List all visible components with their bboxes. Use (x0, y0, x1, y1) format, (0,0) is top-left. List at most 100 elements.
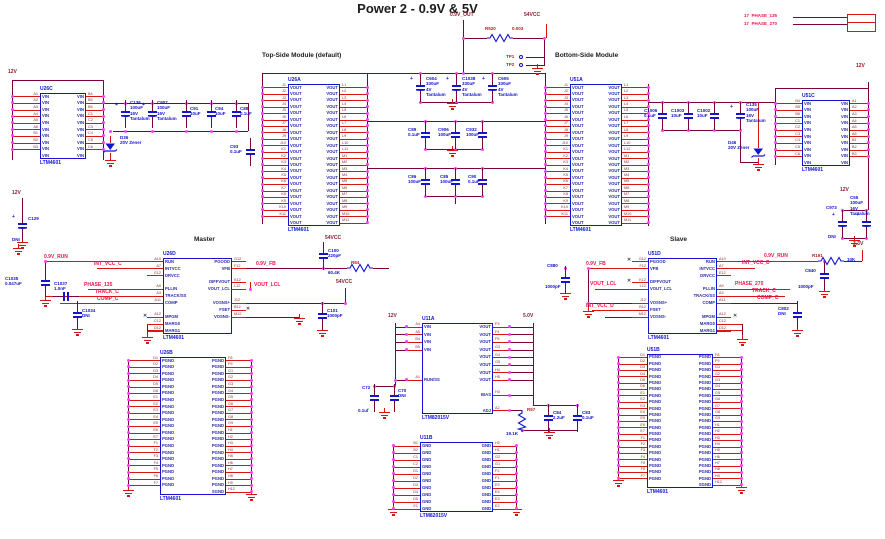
capacitor-C93[interactable] (245, 153, 255, 155)
capacitor-C90[interactable] (477, 183, 487, 185)
capacitor-C88[interactable] (231, 115, 241, 117)
module-U11A[interactable] (422, 323, 493, 414)
pin-number: J4 (281, 101, 286, 106)
capacitor-C86[interactable] (420, 179, 430, 181)
ground-symbol (451, 99, 453, 103)
capacitor-C83[interactable] (572, 419, 582, 421)
capacitor-C1003[interactable] (683, 117, 693, 119)
resistor[interactable] (487, 33, 513, 43)
capacitor-C90[interactable] (477, 179, 487, 181)
capacitor-C100[interactable] (318, 257, 328, 259)
pin-stub (232, 261, 246, 263)
capacitor-C1006[interactable] (657, 117, 667, 119)
capacitor-C1035[interactable] (40, 280, 50, 282)
module-U26B[interactable] (160, 357, 226, 495)
capacitor-C880[interactable] (560, 277, 570, 279)
capacitor-C94[interactable] (206, 111, 216, 113)
capacitor-C1002[interactable] (709, 117, 719, 119)
capacitor-C91[interactable] (181, 111, 191, 113)
capacitor-C932[interactable] (477, 136, 487, 138)
capacitor-C85[interactable] (450, 183, 460, 185)
test-point[interactable] (519, 63, 523, 67)
capacitor-C1037[interactable] (63, 292, 65, 301)
pin-name: VIN (804, 133, 811, 139)
capacitor-C1034[interactable] (72, 316, 82, 318)
capacitor-C604[interactable] (415, 89, 425, 91)
capacitor-C1002[interactable] (709, 113, 719, 115)
capacitor-C86[interactable] (420, 183, 430, 185)
capacitor-C70[interactable] (389, 395, 399, 397)
capacitor-C93[interactable] (245, 149, 255, 151)
capacitor-C88[interactable] (231, 111, 241, 113)
capacitor-C840[interactable] (819, 277, 829, 279)
capacitor-C1006[interactable] (657, 113, 667, 115)
capacitor-C605[interactable] (487, 89, 497, 91)
module-U26A[interactable] (288, 84, 340, 226)
capacitor-C802[interactable] (792, 312, 802, 314)
module-U51B[interactable] (647, 354, 713, 488)
wire (717, 296, 785, 297)
capacitor-C802[interactable] (792, 316, 802, 318)
resistor[interactable] (516, 410, 527, 432)
capacitor-C605[interactable] (487, 85, 497, 87)
module-U26D[interactable] (163, 258, 232, 334)
capacitor-C973[interactable] (837, 225, 847, 227)
zener-diode-D36[interactable] (103, 143, 118, 154)
module-U51C[interactable] (802, 100, 850, 166)
pin-name: VIN (424, 339, 431, 345)
module-U51D[interactable] (648, 258, 717, 334)
capacitor-C1038[interactable] (451, 89, 461, 91)
capacitor-C72[interactable] (369, 399, 379, 401)
capacitor-C84[interactable] (543, 415, 553, 417)
test-point[interactable] (519, 55, 523, 59)
resistor[interactable] (818, 256, 844, 266)
capacitor-C880[interactable] (560, 281, 570, 283)
capacitor-C1034[interactable] (72, 312, 82, 314)
capacitor-C129[interactable] (17, 223, 27, 225)
capacitor-C135[interactable] (735, 117, 745, 119)
junction-dot (453, 194, 457, 198)
module-U51A[interactable] (570, 84, 622, 226)
pin-stub (622, 203, 648, 205)
capacitor-C83[interactable] (572, 415, 582, 417)
module-U11B[interactable] (420, 442, 493, 512)
capacitor-C973[interactable] (837, 221, 847, 223)
capacitor-C906[interactable] (450, 132, 460, 134)
capacitor-C136[interactable] (120, 111, 130, 113)
capacitor-C129[interactable] (17, 227, 27, 229)
capacitor-C1037[interactable] (67, 292, 69, 301)
capacitor-C55[interactable] (861, 221, 871, 223)
capacitor-C85[interactable] (450, 179, 460, 181)
pin-stub (850, 116, 868, 118)
capacitor-C89[interactable] (420, 136, 430, 138)
pin-name: VOUT (479, 362, 491, 367)
capacitor-C72[interactable] (369, 395, 379, 397)
capacitor-C840[interactable] (819, 273, 829, 275)
zener-diode-D46[interactable] (751, 148, 766, 159)
capacitor-C907[interactable] (147, 111, 157, 113)
module-ref: U11B (420, 435, 433, 441)
capacitor-C906[interactable] (450, 136, 460, 138)
capacitor-C1003[interactable] (683, 113, 693, 115)
capacitor-C136[interactable] (120, 115, 130, 117)
capacitor-C101[interactable] (317, 313, 327, 315)
capacitor-C70[interactable] (389, 399, 399, 401)
net-label: DNI (828, 234, 836, 239)
capacitor-C91[interactable] (181, 115, 191, 117)
capacitor-C94[interactable] (206, 115, 216, 117)
capacitor-C55[interactable] (861, 225, 871, 227)
capacitor-C1035[interactable] (40, 284, 50, 286)
module-U26C[interactable] (40, 93, 86, 159)
capacitor-C932[interactable] (477, 132, 487, 134)
capacitor-C907[interactable] (147, 115, 157, 117)
capacitor-C101[interactable] (317, 317, 327, 319)
pin-name: VIN (77, 113, 84, 119)
resistor[interactable] (347, 263, 373, 273)
capacitor-C135[interactable] (735, 113, 745, 115)
capacitor-C84[interactable] (543, 419, 553, 421)
capacitor-C604[interactable] (415, 85, 425, 87)
capacitor-C1038[interactable] (451, 85, 461, 87)
capacitor-C100[interactable] (318, 253, 328, 255)
pin-name: PGND (649, 456, 662, 462)
capacitor-C89[interactable] (420, 132, 430, 134)
